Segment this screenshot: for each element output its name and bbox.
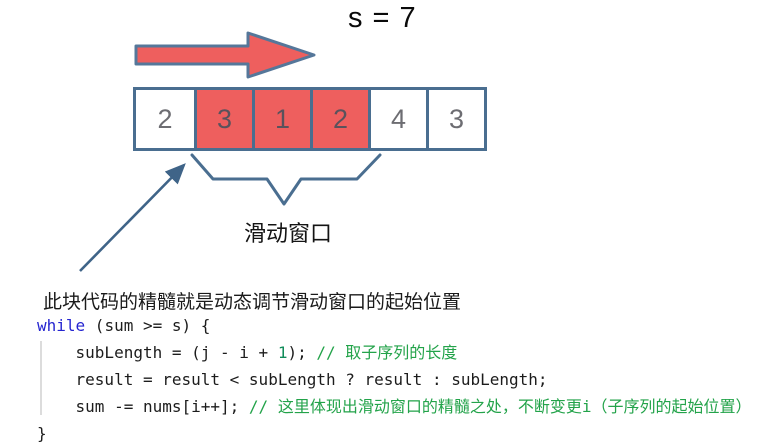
array-cell: 3 — [426, 90, 484, 148]
target-sum-label: s = 7 — [348, 2, 417, 34]
caption-text: 此块代码的精髓就是动态调节滑动窗口的起始位置 — [43, 292, 462, 313]
code-line: while (sum >= s) { — [37, 316, 211, 335]
array-cell: 4 — [368, 90, 426, 148]
indent-guide — [40, 341, 42, 415]
code-line: } — [37, 424, 47, 443]
array-cell: 1 — [252, 90, 310, 148]
array-cell: 2 — [310, 90, 368, 148]
forward-arrow-icon — [134, 31, 316, 79]
code-line: sum -= nums[i++]; // 这里体现出滑动窗口的精髓之处，不断变更… — [37, 397, 752, 416]
pointer-arrow-icon — [79, 163, 186, 272]
array-cell: 2 — [136, 90, 194, 148]
array-cell: 3 — [194, 90, 252, 148]
window-label: 滑动窗口 — [243, 221, 332, 246]
code-line: subLength = (j - i + 1); // 取子序列的长度 — [37, 343, 458, 362]
code-line: result = result < subLength ? result : s… — [37, 370, 548, 389]
code-block: while (sum >= s) { subLength = (j - i + … — [37, 312, 751, 443]
window-brace-icon — [190, 153, 382, 206]
